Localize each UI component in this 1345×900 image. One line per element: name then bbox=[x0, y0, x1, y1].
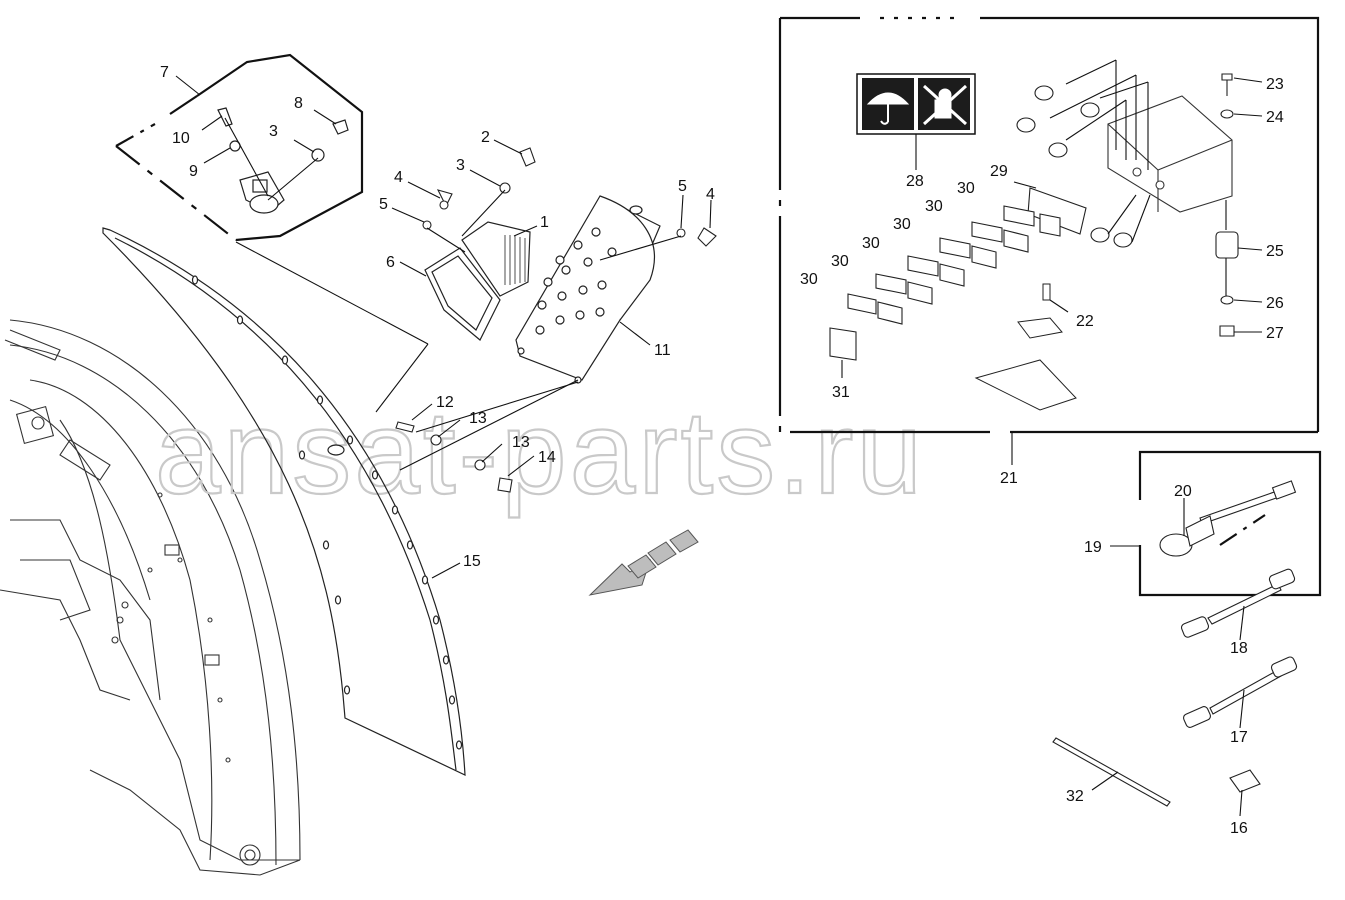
callout-13: 13 bbox=[469, 410, 487, 427]
callout-31: 31 bbox=[832, 384, 850, 401]
cable-leaders bbox=[1091, 498, 1245, 817]
callout-11: 11 bbox=[654, 342, 671, 359]
callout-labels: 7 8 3 10 9 2 3 4 5 1 6 5 4 11 12 13 13 1… bbox=[160, 64, 1284, 837]
callout-22: 22 bbox=[1076, 313, 1094, 330]
cables bbox=[1052, 480, 1298, 807]
watermark: ansat-parts.ru bbox=[155, 387, 925, 519]
callout-21: 21 bbox=[1000, 470, 1018, 487]
callout-18: 18 bbox=[1230, 640, 1248, 657]
lamp-group-outline bbox=[115, 53, 364, 242]
reflector-assembly bbox=[424, 195, 661, 384]
lamp-parts bbox=[217, 107, 349, 214]
callout-27: 27 bbox=[1266, 325, 1284, 342]
warning-decal bbox=[856, 73, 976, 135]
callout-29: 29 bbox=[990, 163, 1008, 180]
callout-9: 9 bbox=[189, 163, 198, 180]
relay-bracket bbox=[974, 283, 1077, 411]
callout-23: 23 bbox=[1266, 76, 1284, 93]
callout-16: 16 bbox=[1230, 820, 1248, 837]
callout-3: 3 bbox=[269, 123, 278, 140]
callout-6: 6 bbox=[386, 254, 395, 271]
callout-19: 19 bbox=[1084, 539, 1102, 556]
callout-2: 2 bbox=[481, 129, 490, 146]
callout-13b: 13 bbox=[512, 434, 530, 451]
callout-30d: 30 bbox=[862, 235, 880, 252]
callout-28: 28 bbox=[906, 173, 924, 190]
junction-box bbox=[1107, 95, 1233, 213]
callout-24: 24 bbox=[1266, 109, 1284, 126]
callout-14: 14 bbox=[538, 449, 556, 466]
callout-30e: 30 bbox=[831, 253, 849, 270]
callout-3b: 3 bbox=[456, 157, 465, 174]
kit-leaders bbox=[841, 77, 1263, 465]
callout-4b: 4 bbox=[706, 186, 715, 203]
umbrella-icon bbox=[866, 92, 910, 125]
callout-5: 5 bbox=[379, 196, 388, 213]
callout-30b: 30 bbox=[925, 198, 943, 215]
callout-25: 25 bbox=[1266, 243, 1284, 260]
callout-5b: 5 bbox=[678, 178, 687, 195]
junction-wiring bbox=[1049, 59, 1151, 243]
kit-box-outline bbox=[778, 16, 1320, 434]
flap-fasteners bbox=[395, 421, 513, 493]
reflector-hardware bbox=[422, 147, 717, 247]
callout-12: 12 bbox=[436, 394, 454, 411]
callout-30f: 30 bbox=[800, 271, 818, 288]
callout-32: 32 bbox=[1066, 788, 1084, 805]
callout-10: 10 bbox=[172, 130, 190, 147]
fender-structure bbox=[0, 319, 301, 876]
connector-plugs bbox=[1016, 85, 1133, 248]
reflector-leaders bbox=[391, 139, 712, 346]
callout-30a: 30 bbox=[957, 180, 975, 197]
mud-flap bbox=[102, 227, 466, 776]
callout-26: 26 bbox=[1266, 295, 1284, 312]
callout-7: 7 bbox=[160, 64, 169, 81]
callout-4: 4 bbox=[394, 169, 403, 186]
callout-15: 15 bbox=[463, 553, 481, 570]
no-pressure-wash-icon bbox=[922, 84, 968, 126]
callout-17: 17 bbox=[1230, 729, 1248, 746]
small-hardware bbox=[1215, 73, 1239, 337]
callout-1: 1 bbox=[540, 214, 549, 231]
lamp-leaders bbox=[175, 75, 337, 201]
callout-30c: 30 bbox=[893, 216, 911, 233]
flap-leaders bbox=[235, 241, 579, 579]
callout-8: 8 bbox=[294, 95, 303, 112]
direction-arrow bbox=[588, 529, 699, 596]
callout-20: 20 bbox=[1174, 483, 1192, 500]
fuse-set bbox=[829, 187, 1087, 361]
cable-group-outline bbox=[1138, 450, 1322, 597]
